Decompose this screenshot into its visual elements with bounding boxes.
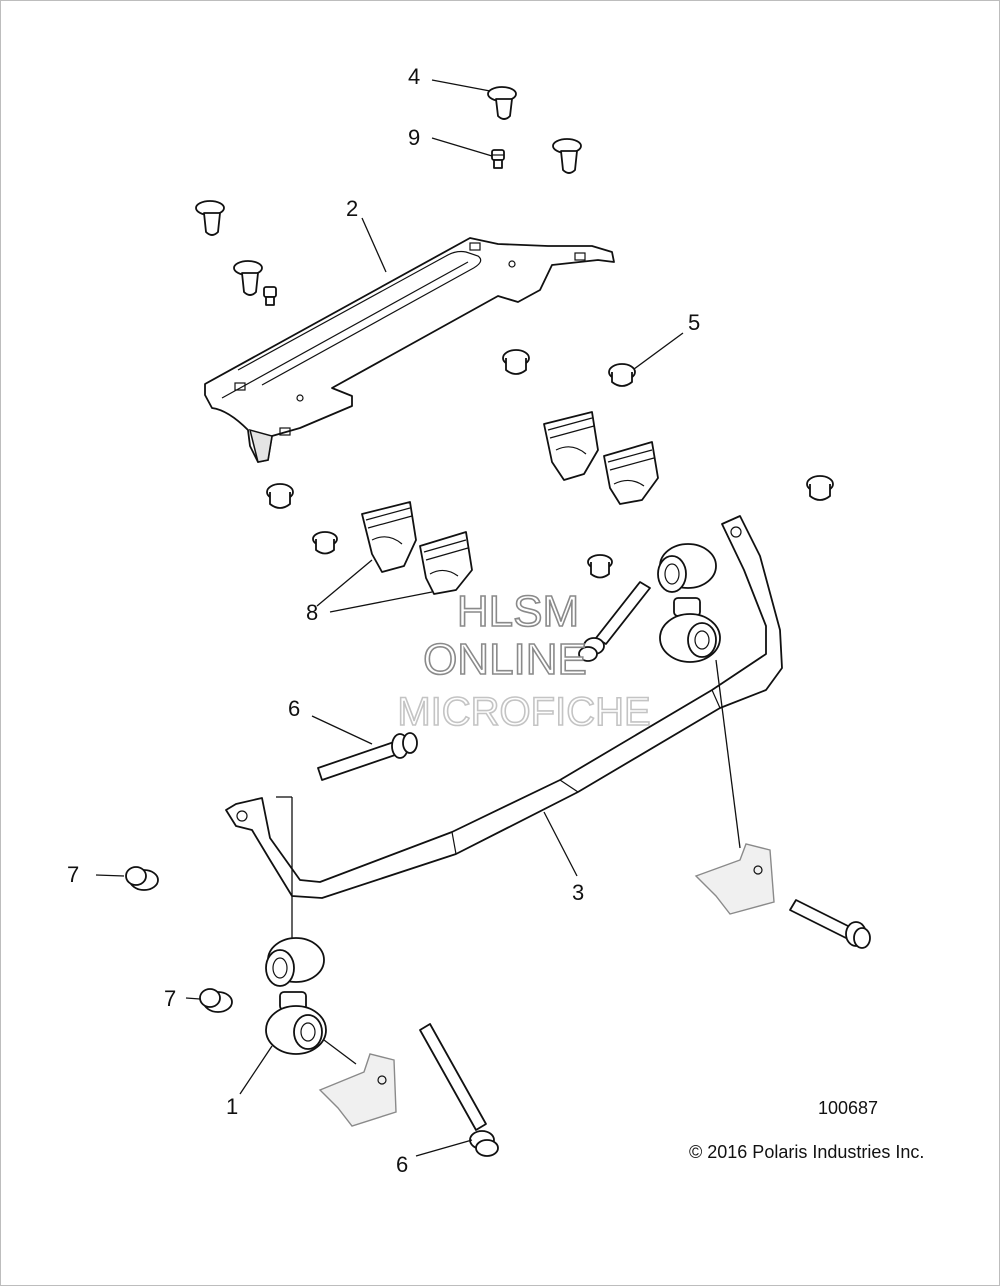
grease-fitting-part-9 xyxy=(491,149,505,169)
bushing-part-8-left-a xyxy=(361,501,417,573)
frame-bracket-ghost-right xyxy=(694,843,775,915)
bushing-upper-right-b xyxy=(603,441,659,505)
callout-2: 2 xyxy=(346,196,358,221)
flange-nut-left xyxy=(266,483,294,509)
callout-9: 9 xyxy=(408,125,420,150)
callout-7-upper: 7 xyxy=(67,862,79,887)
push-rivet-left-1 xyxy=(195,200,225,236)
callout-3: 3 xyxy=(572,880,584,905)
bushing-upper-right-a xyxy=(543,411,599,481)
flange-nut-mid xyxy=(312,531,338,555)
callout-5: 5 xyxy=(688,310,700,335)
watermark-line-2: ONLINE xyxy=(423,635,587,684)
callout-1: 1 xyxy=(226,1094,238,1119)
flange-nut-part-7-lower xyxy=(199,988,233,1013)
stabilizer-link-part-1 xyxy=(265,937,327,1055)
callout-labels: 4 9 2 5 8 6 7 3 7 1 6 xyxy=(67,64,700,1177)
flange-nut-center xyxy=(587,554,613,579)
push-rivet-upper-right xyxy=(552,138,582,174)
flange-bolt-center xyxy=(578,581,651,662)
bushing-part-8-left-b xyxy=(419,531,473,595)
watermark-line-3: MICROFICHE xyxy=(397,690,650,734)
flange-bolt-part-6-lower xyxy=(419,1023,499,1157)
flange-nut-part-5 xyxy=(608,363,636,387)
flange-nut-upper xyxy=(502,349,530,375)
frame-bracket-ghost-left xyxy=(318,1053,397,1127)
watermark-line-1: HLSM xyxy=(457,587,579,636)
copyright-notice: © 2016 Polaris Industries Inc. xyxy=(689,1142,924,1162)
stabilizer-bar-part-3 xyxy=(225,515,783,899)
callout-7-lower: 7 xyxy=(164,986,176,1011)
flange-nut-right xyxy=(806,475,834,501)
grease-fitting-left xyxy=(263,286,277,306)
stabilizer-link-right xyxy=(657,543,721,663)
watermark: HLSM ONLINE MICROFICHE xyxy=(397,586,652,735)
flange-nut-part-7-upper xyxy=(125,866,159,891)
callout-8: 8 xyxy=(306,600,318,625)
callout-6-upper: 6 xyxy=(288,696,300,721)
callout-4: 4 xyxy=(408,64,420,89)
push-rivet-left-2 xyxy=(233,260,263,296)
mounting-bracket-part-2 xyxy=(204,237,615,463)
leader-lines xyxy=(95,79,741,1157)
flange-bolt-part-6-upper xyxy=(317,732,418,781)
flange-bolt-right xyxy=(789,899,871,949)
diagram-number: 100687 xyxy=(818,1098,878,1118)
callout-6-lower: 6 xyxy=(396,1152,408,1177)
push-rivet-part-4 xyxy=(487,86,517,120)
